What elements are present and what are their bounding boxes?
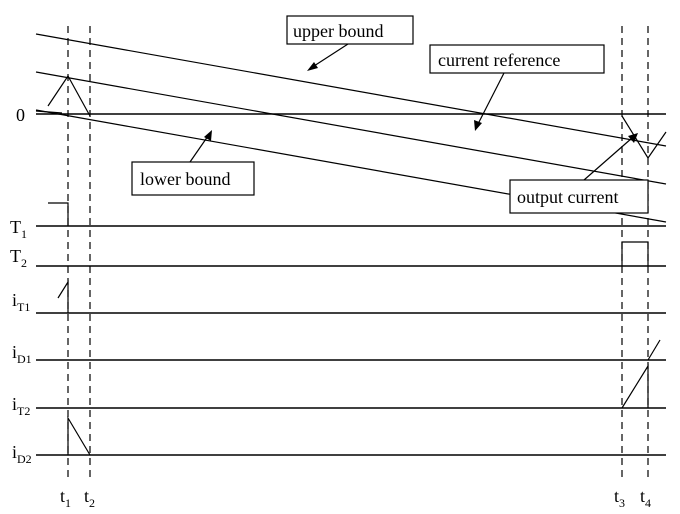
current-reference-label: current reference — [438, 50, 560, 70]
output-current-waveform-end — [621, 115, 667, 160]
id2-waveform — [67, 415, 91, 456]
lower-bound-arrow — [189, 135, 209, 163]
t1-pulse — [48, 202, 69, 226]
output-current-arrow — [583, 137, 633, 181]
upper-bound-arrowhead — [307, 62, 318, 71]
upper-bound-line — [35, 33, 667, 147]
current-reference-box — [429, 44, 605, 74]
signal-label-it1: iT1 — [12, 290, 30, 314]
signal-label-id1: iD1 — [12, 342, 32, 366]
current-reference-arrow — [477, 72, 505, 125]
upper-bound-arrow — [313, 43, 349, 67]
lower-bound-label: lower bound — [140, 169, 230, 189]
output-current-waveform-start — [47, 74, 91, 117]
lower-bound-arrowhead — [204, 130, 212, 141]
output-current-box — [509, 179, 649, 214]
signal-label-t1: T1 — [10, 217, 27, 241]
upper-bound-box — [286, 15, 414, 45]
upper-bound-label: upper bound — [293, 21, 383, 41]
t2-pulse — [621, 241, 649, 266]
output-current-arrowhead — [628, 133, 638, 143]
current-reference-line — [35, 71, 667, 185]
lower-bound-box — [131, 161, 255, 196]
time-label-t2: t2 — [84, 486, 95, 510]
signal-label-t2: T2 — [10, 246, 27, 270]
signal-label-it2: iT2 — [12, 394, 30, 418]
id1-waveform — [647, 339, 661, 361]
time-label-t1: t1 — [60, 486, 71, 510]
it1-waveform — [57, 279, 69, 313]
time-label-t3: t3 — [614, 486, 625, 510]
it2-waveform — [621, 363, 649, 409]
zero-label: 0 — [16, 105, 25, 125]
output-current-label: output current — [517, 187, 618, 207]
signal-label-id2: iD2 — [12, 442, 32, 466]
current-reference-arrowhead — [474, 120, 482, 131]
time-label-t4: t4 — [640, 486, 651, 510]
